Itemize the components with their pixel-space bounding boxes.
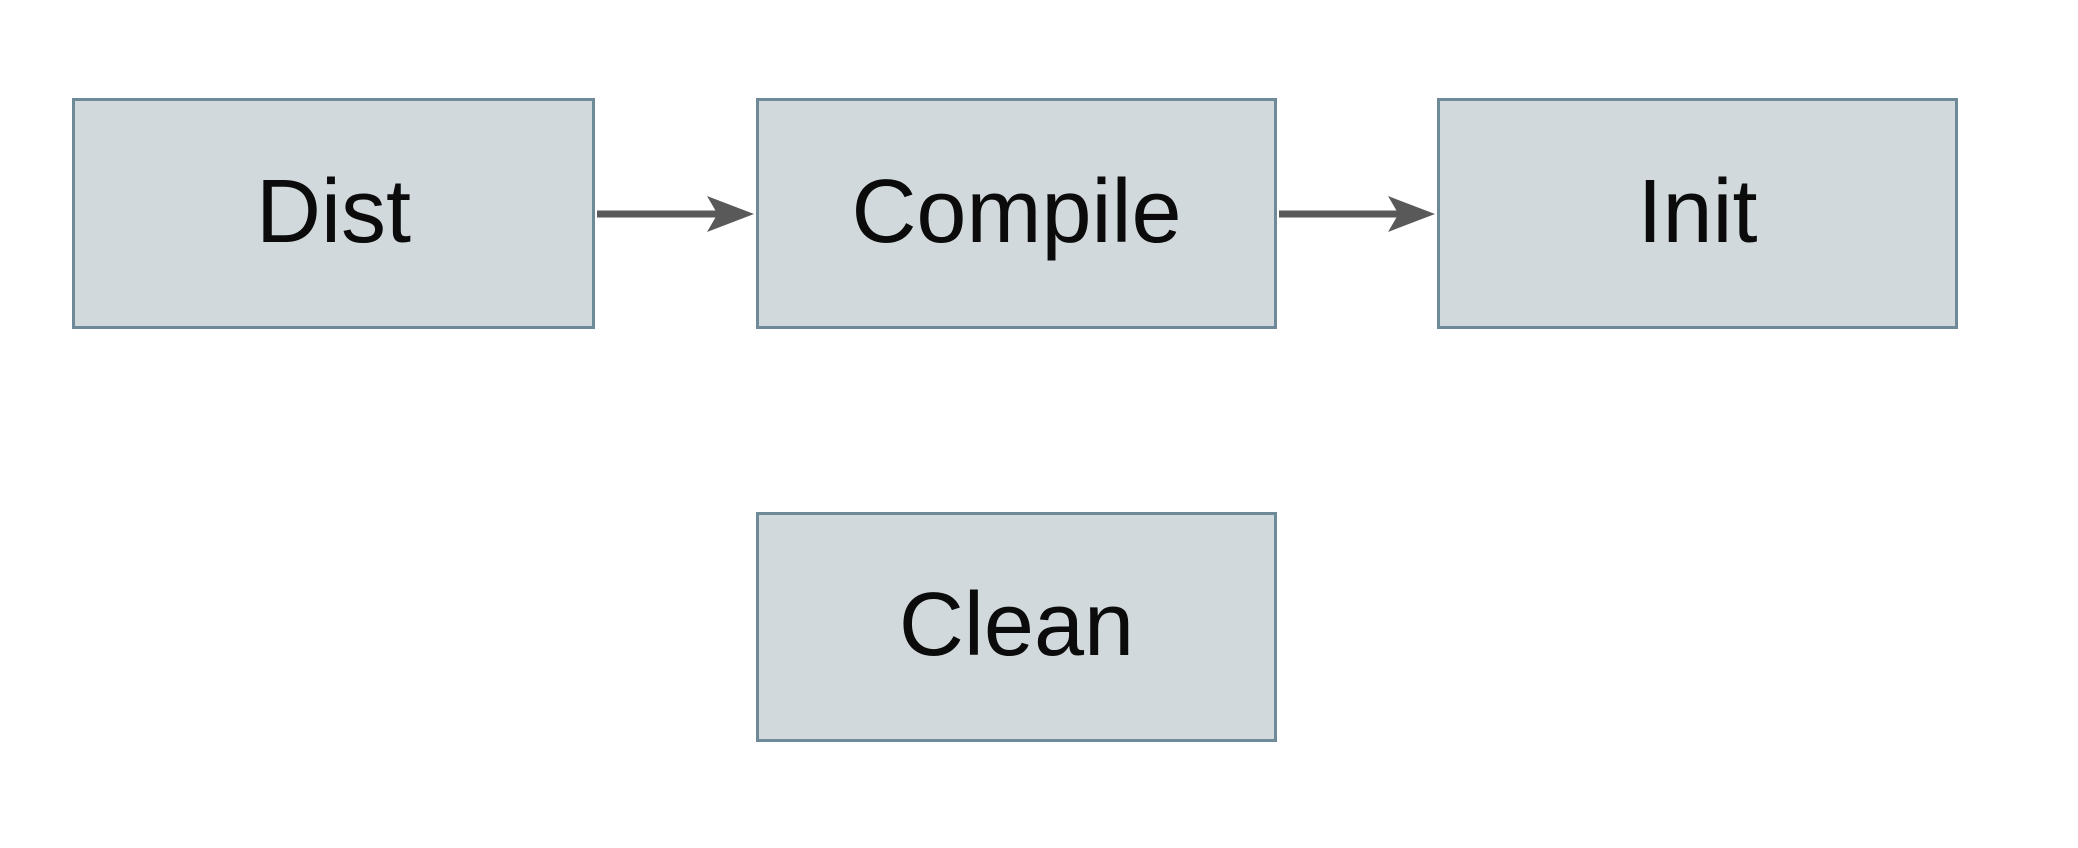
arrow-compile-to-init	[1279, 196, 1435, 232]
node-clean-label: Clean	[898, 575, 1135, 675]
arrow-dist-to-compile	[597, 196, 754, 232]
node-dist: Dist	[72, 98, 595, 329]
node-init-label: Init	[1637, 161, 1758, 262]
node-compile-label: Compile	[851, 161, 1182, 262]
node-compile: Compile	[756, 98, 1277, 329]
node-dist-label: Dist	[256, 161, 411, 262]
node-clean: Clean	[756, 512, 1277, 742]
node-init: Init	[1437, 98, 1958, 329]
